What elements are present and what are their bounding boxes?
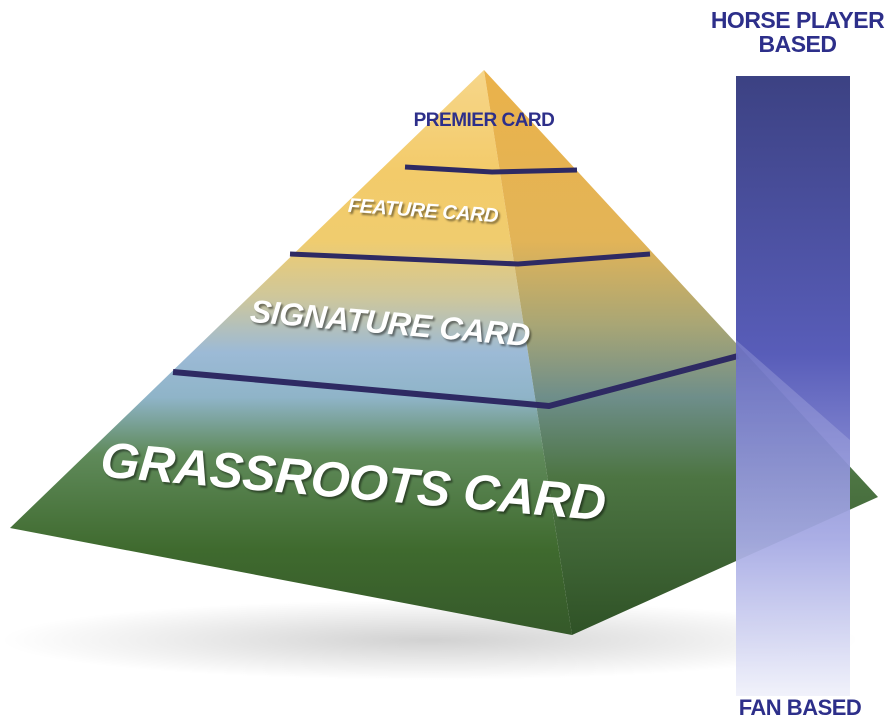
pyramid-front-face [10,70,572,635]
scale-bottom-label: FAN BASED [715,696,885,720]
scale-top-label-line1: HORSE PLAYER [700,8,895,32]
scale-top-label-line2: BASED [700,32,895,56]
ground-shadow [0,600,860,680]
premier-card-label: PREMIER CARD [394,110,574,132]
